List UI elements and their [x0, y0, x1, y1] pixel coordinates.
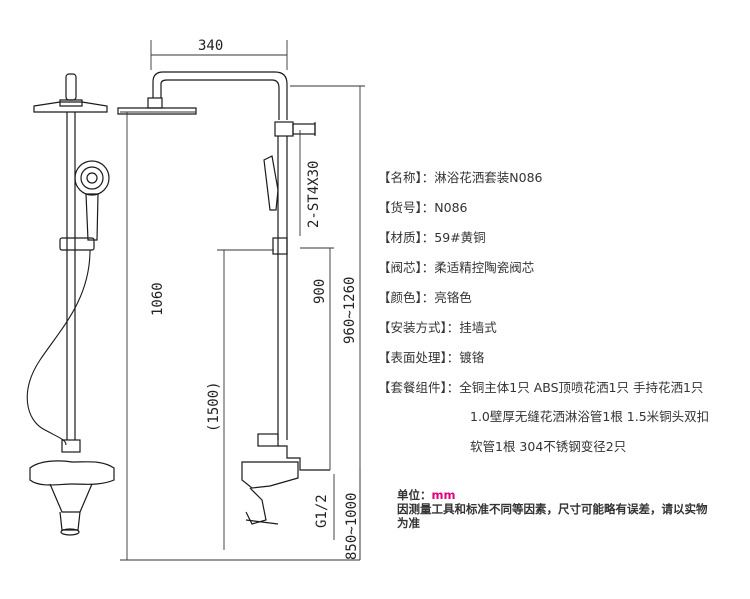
dimension-960-1260: 960~1260: [342, 277, 358, 344]
spec-row-name: 【名称】：淋浴花洒套装N086: [378, 170, 543, 185]
dimension-lines: [120, 40, 365, 561]
unit-label: 单位：: [397, 488, 432, 502]
spec-row-item-number: 【货号】：N086: [378, 200, 468, 215]
spec-package-continued-2: 软管1根 304不锈钢变径2只: [470, 439, 627, 454]
dimension-2-st4x30: 2-ST4X30: [306, 161, 322, 228]
spec-package-continued-1: 1.0壁厚无缝花洒淋浴管1根 1.5米铜头双扣: [470, 409, 710, 424]
disclaimer-text: 因测量工具和标准不同等因素，尺寸可能略有误差，请以实物为准: [397, 502, 708, 530]
unit-value: mm: [431, 488, 456, 502]
spec-row-install-method: 【安装方式】：挂墙式: [378, 320, 497, 335]
dimension-340: 340: [198, 38, 223, 54]
unit-line: 单位：mm: [397, 488, 717, 502]
spec-row-package: 【套餐组件】：全铜主体1只 ABS顶喷花洒1只 手持花洒1只: [378, 380, 704, 395]
spec-row-valve-core: 【阀芯】：柔适精控陶瓷阀芯: [378, 260, 535, 275]
spec-row-surface-treatment: 【表面处理】：镀铬: [378, 350, 485, 365]
dimension-1500: (1500): [206, 381, 222, 432]
dimension-900: 900: [312, 279, 328, 304]
front-view: [26, 73, 115, 536]
dimension-g1-2: G1/2: [314, 494, 330, 528]
side-view: [117, 71, 330, 525]
spec-row-color: 【颜色】：亮铬色: [378, 290, 472, 305]
measurement-note: 单位：mm 因测量工具和标准不同等因素，尺寸可能略有误差，请以实物为准: [397, 488, 717, 530]
dimension-1060: 1060: [150, 282, 166, 316]
hand-shower-head: [74, 160, 110, 196]
spec-row-material: 【材质】：59#黄铜: [378, 230, 486, 245]
dimension-850-1000: 850~1000: [344, 493, 360, 560]
